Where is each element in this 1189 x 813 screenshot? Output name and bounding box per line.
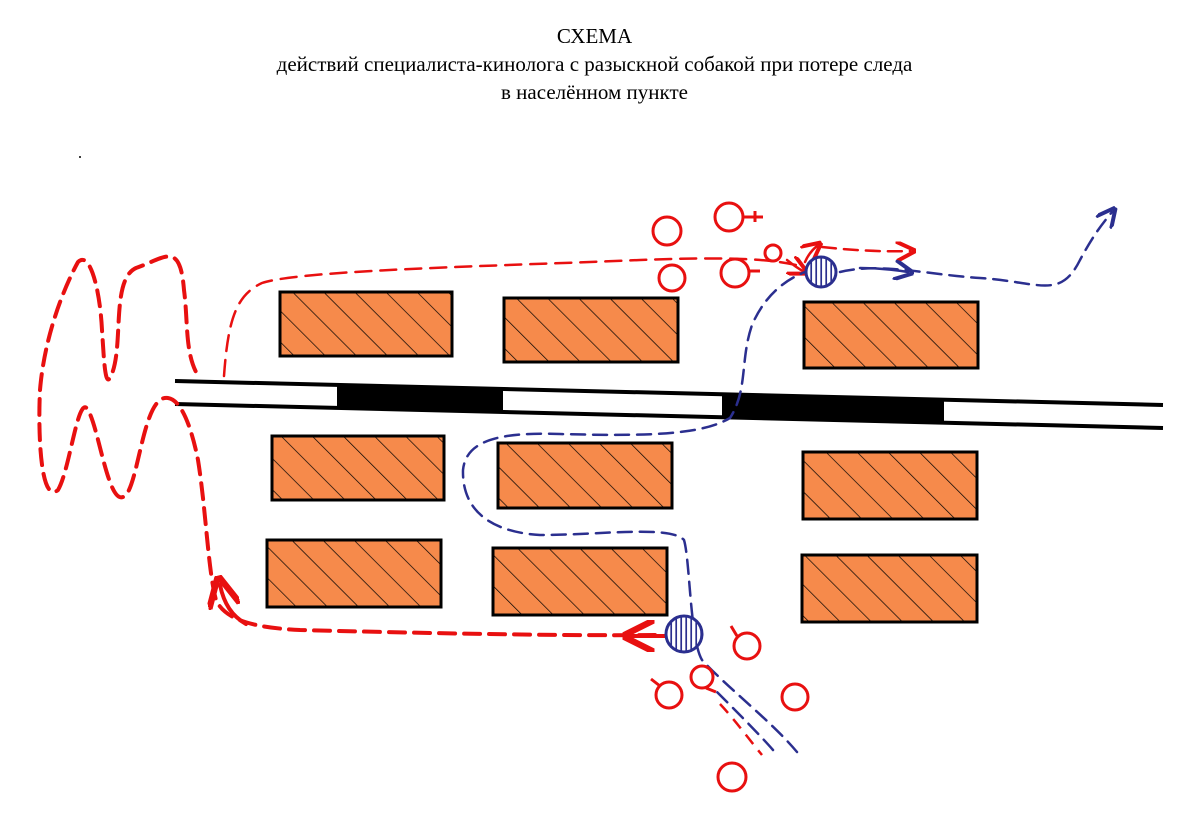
red-track-arrow-up <box>805 246 817 264</box>
dog-handler-marker <box>804 255 838 289</box>
blue-track-arrow-short <box>858 268 908 272</box>
building <box>502 296 680 364</box>
dog-handler-marker <box>664 614 704 654</box>
person-marker <box>657 263 687 293</box>
blue-track-parallel <box>713 688 775 752</box>
building <box>801 450 979 521</box>
red-track-crossing-line <box>719 703 763 756</box>
person-marker-tail <box>705 686 717 694</box>
building <box>800 553 979 624</box>
building <box>265 538 443 609</box>
person-marker-tail <box>729 625 739 637</box>
person-marker <box>713 201 745 233</box>
dog-handler-markers <box>664 255 838 654</box>
people-markers <box>650 201 810 793</box>
red-track-arrow-mid <box>785 260 803 271</box>
person-marker <box>763 243 783 263</box>
red-track-top <box>222 257 802 378</box>
diagram-title-block: СХЕМА действий специалиста-кинолога с ра… <box>0 22 1189 106</box>
red-track-bottom <box>37 254 657 638</box>
road-block-right <box>722 395 944 423</box>
building <box>278 290 454 358</box>
person-marker <box>716 761 748 793</box>
person-marker <box>651 215 683 247</box>
red-search-track <box>37 246 910 638</box>
red-track-arrow-left <box>220 585 248 626</box>
diagram-title: СХЕМА <box>556 24 633 48</box>
person-marker <box>719 257 751 289</box>
road-block-left <box>337 386 503 412</box>
road <box>174 379 1164 430</box>
stray-dot <box>79 156 81 158</box>
person-marker-tail <box>650 677 661 688</box>
diagram-subtitle-line-2: в населённом пункте <box>501 80 688 104</box>
blue-track-to-right <box>838 212 1112 287</box>
building <box>270 434 446 502</box>
person-marker <box>780 682 810 712</box>
building <box>802 300 980 370</box>
buildings <box>265 290 980 624</box>
road-edge-top <box>174 379 1164 407</box>
person-marker <box>689 664 715 690</box>
building <box>496 441 674 510</box>
building <box>491 546 669 617</box>
red-track-arrow-top <box>820 247 910 251</box>
person-marker <box>732 631 762 661</box>
road-edge-bottom <box>174 402 1164 430</box>
diagram-subtitle-line-1: действий специалиста-кинолога с разыскно… <box>276 52 913 76</box>
person-marker <box>654 680 684 710</box>
red-track-crossing <box>719 703 763 756</box>
